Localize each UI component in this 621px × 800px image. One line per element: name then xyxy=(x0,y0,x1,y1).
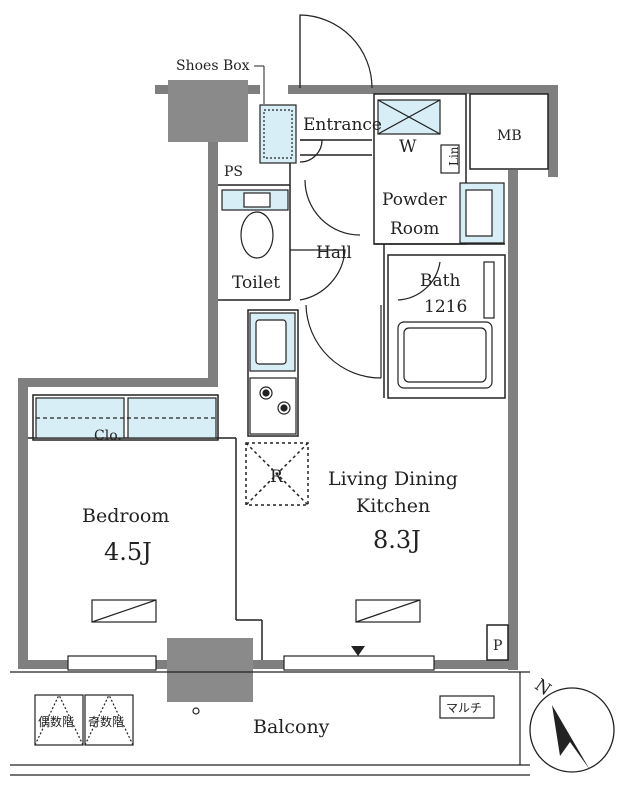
powder-room-label-1: Powder xyxy=(382,190,447,210)
ps-label: PS xyxy=(224,164,243,180)
balcony xyxy=(10,655,530,776)
ladder-even-label: 偶数階 xyxy=(38,714,74,729)
bath-label-2: 1216 xyxy=(424,297,467,317)
hall-label: Hall xyxy=(316,243,352,263)
doors xyxy=(290,14,441,379)
linen-cabinet xyxy=(440,144,460,174)
triangle-marker-icon xyxy=(351,646,365,656)
closet-label: Clo. xyxy=(94,428,122,444)
ladder-odd-label: 奇数階 xyxy=(88,714,124,729)
ldk-size: 8.3J xyxy=(373,526,421,554)
fixtures xyxy=(35,99,505,623)
refrigerator-label: R xyxy=(270,467,284,487)
lin-label: Lin xyxy=(447,146,461,166)
powder-room-label-2: Room xyxy=(390,219,439,239)
toilet-bowl xyxy=(240,211,274,259)
toilet-label: Toilet xyxy=(232,273,280,293)
pillar-bottom xyxy=(167,638,253,702)
mb-label: MB xyxy=(497,128,522,144)
bath-label-1: Bath xyxy=(420,271,460,291)
pillar-top xyxy=(168,80,248,142)
ldk-label-1: Living Dining xyxy=(328,468,458,490)
w-label: W xyxy=(399,137,417,157)
shoes-box xyxy=(259,104,297,164)
ldk-label-2: Kitchen xyxy=(356,495,430,517)
multi-label: マルチ xyxy=(446,701,482,715)
balcony-label: Balcony xyxy=(253,716,330,738)
north-arrow-icon xyxy=(529,687,615,773)
bedroom-label: Bedroom xyxy=(82,505,169,527)
entrance-label: Entrance xyxy=(303,115,382,135)
shoes-box-label: Shoes Box xyxy=(176,58,250,74)
bathtub xyxy=(397,321,493,389)
p-label: P xyxy=(493,638,502,654)
bedroom-size: 4.5J xyxy=(104,538,152,566)
